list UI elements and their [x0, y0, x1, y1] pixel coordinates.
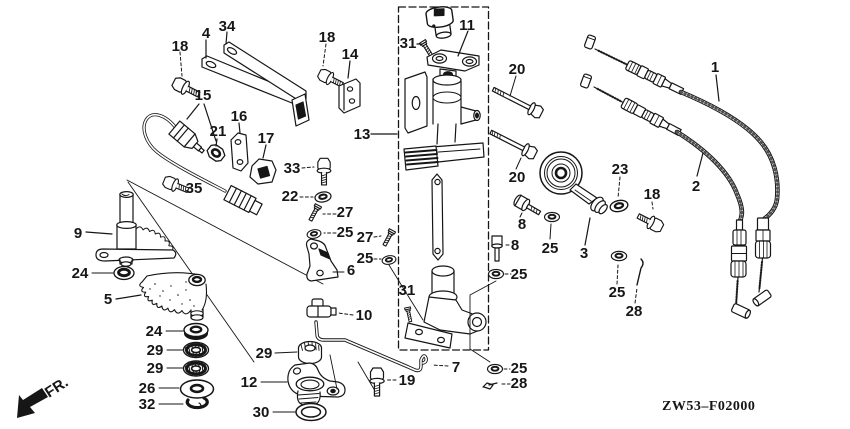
svg-text:11: 11: [459, 17, 475, 34]
svg-text:18: 18: [319, 29, 336, 46]
svg-text:10: 10: [356, 307, 373, 324]
svg-text:7: 7: [452, 359, 460, 376]
svg-text:20: 20: [509, 61, 526, 78]
svg-text:14: 14: [342, 46, 359, 63]
svg-text:33: 33: [284, 160, 301, 177]
svg-text:16: 16: [231, 108, 248, 125]
svg-text:25: 25: [337, 224, 354, 241]
svg-text:29: 29: [147, 360, 164, 377]
svg-text:12: 12: [241, 374, 258, 391]
svg-text:23: 23: [612, 161, 629, 178]
svg-text:35: 35: [186, 180, 203, 197]
svg-text:ZW53–F02000: ZW53–F02000: [662, 399, 755, 414]
svg-text:4: 4: [202, 25, 211, 42]
svg-text:29: 29: [147, 342, 164, 359]
svg-text:15: 15: [195, 87, 212, 104]
svg-text:24: 24: [146, 323, 163, 340]
svg-text:25: 25: [357, 250, 374, 267]
svg-text:25: 25: [511, 266, 528, 283]
svg-text:8: 8: [518, 216, 526, 233]
svg-text:2: 2: [692, 178, 700, 195]
svg-text:31: 31: [399, 282, 416, 299]
svg-text:3: 3: [580, 245, 588, 262]
svg-text:27: 27: [357, 229, 374, 246]
svg-text:28: 28: [511, 375, 528, 392]
svg-text:29: 29: [256, 345, 273, 362]
svg-text:25: 25: [609, 284, 626, 301]
svg-text:18: 18: [644, 186, 661, 203]
svg-text:8: 8: [511, 237, 519, 254]
svg-text:21: 21: [210, 123, 227, 140]
svg-text:20: 20: [509, 169, 526, 186]
svg-text:13: 13: [354, 126, 371, 143]
svg-text:18: 18: [172, 38, 189, 55]
svg-text:24: 24: [72, 265, 89, 282]
svg-text:31: 31: [400, 35, 417, 52]
svg-text:17: 17: [258, 130, 275, 147]
svg-text:28: 28: [626, 303, 643, 320]
svg-text:26: 26: [139, 380, 156, 397]
svg-text:34: 34: [219, 18, 236, 35]
svg-text:30: 30: [253, 404, 270, 421]
svg-text:32: 32: [139, 396, 156, 413]
svg-text:22: 22: [282, 188, 299, 205]
svg-text:5: 5: [104, 291, 112, 308]
svg-text:25: 25: [542, 240, 559, 257]
svg-text:27: 27: [337, 204, 354, 221]
svg-text:6: 6: [347, 262, 355, 279]
svg-text:19: 19: [399, 372, 416, 389]
svg-text:1: 1: [711, 59, 719, 76]
svg-text:9: 9: [74, 225, 82, 242]
svg-text:25: 25: [511, 360, 528, 377]
